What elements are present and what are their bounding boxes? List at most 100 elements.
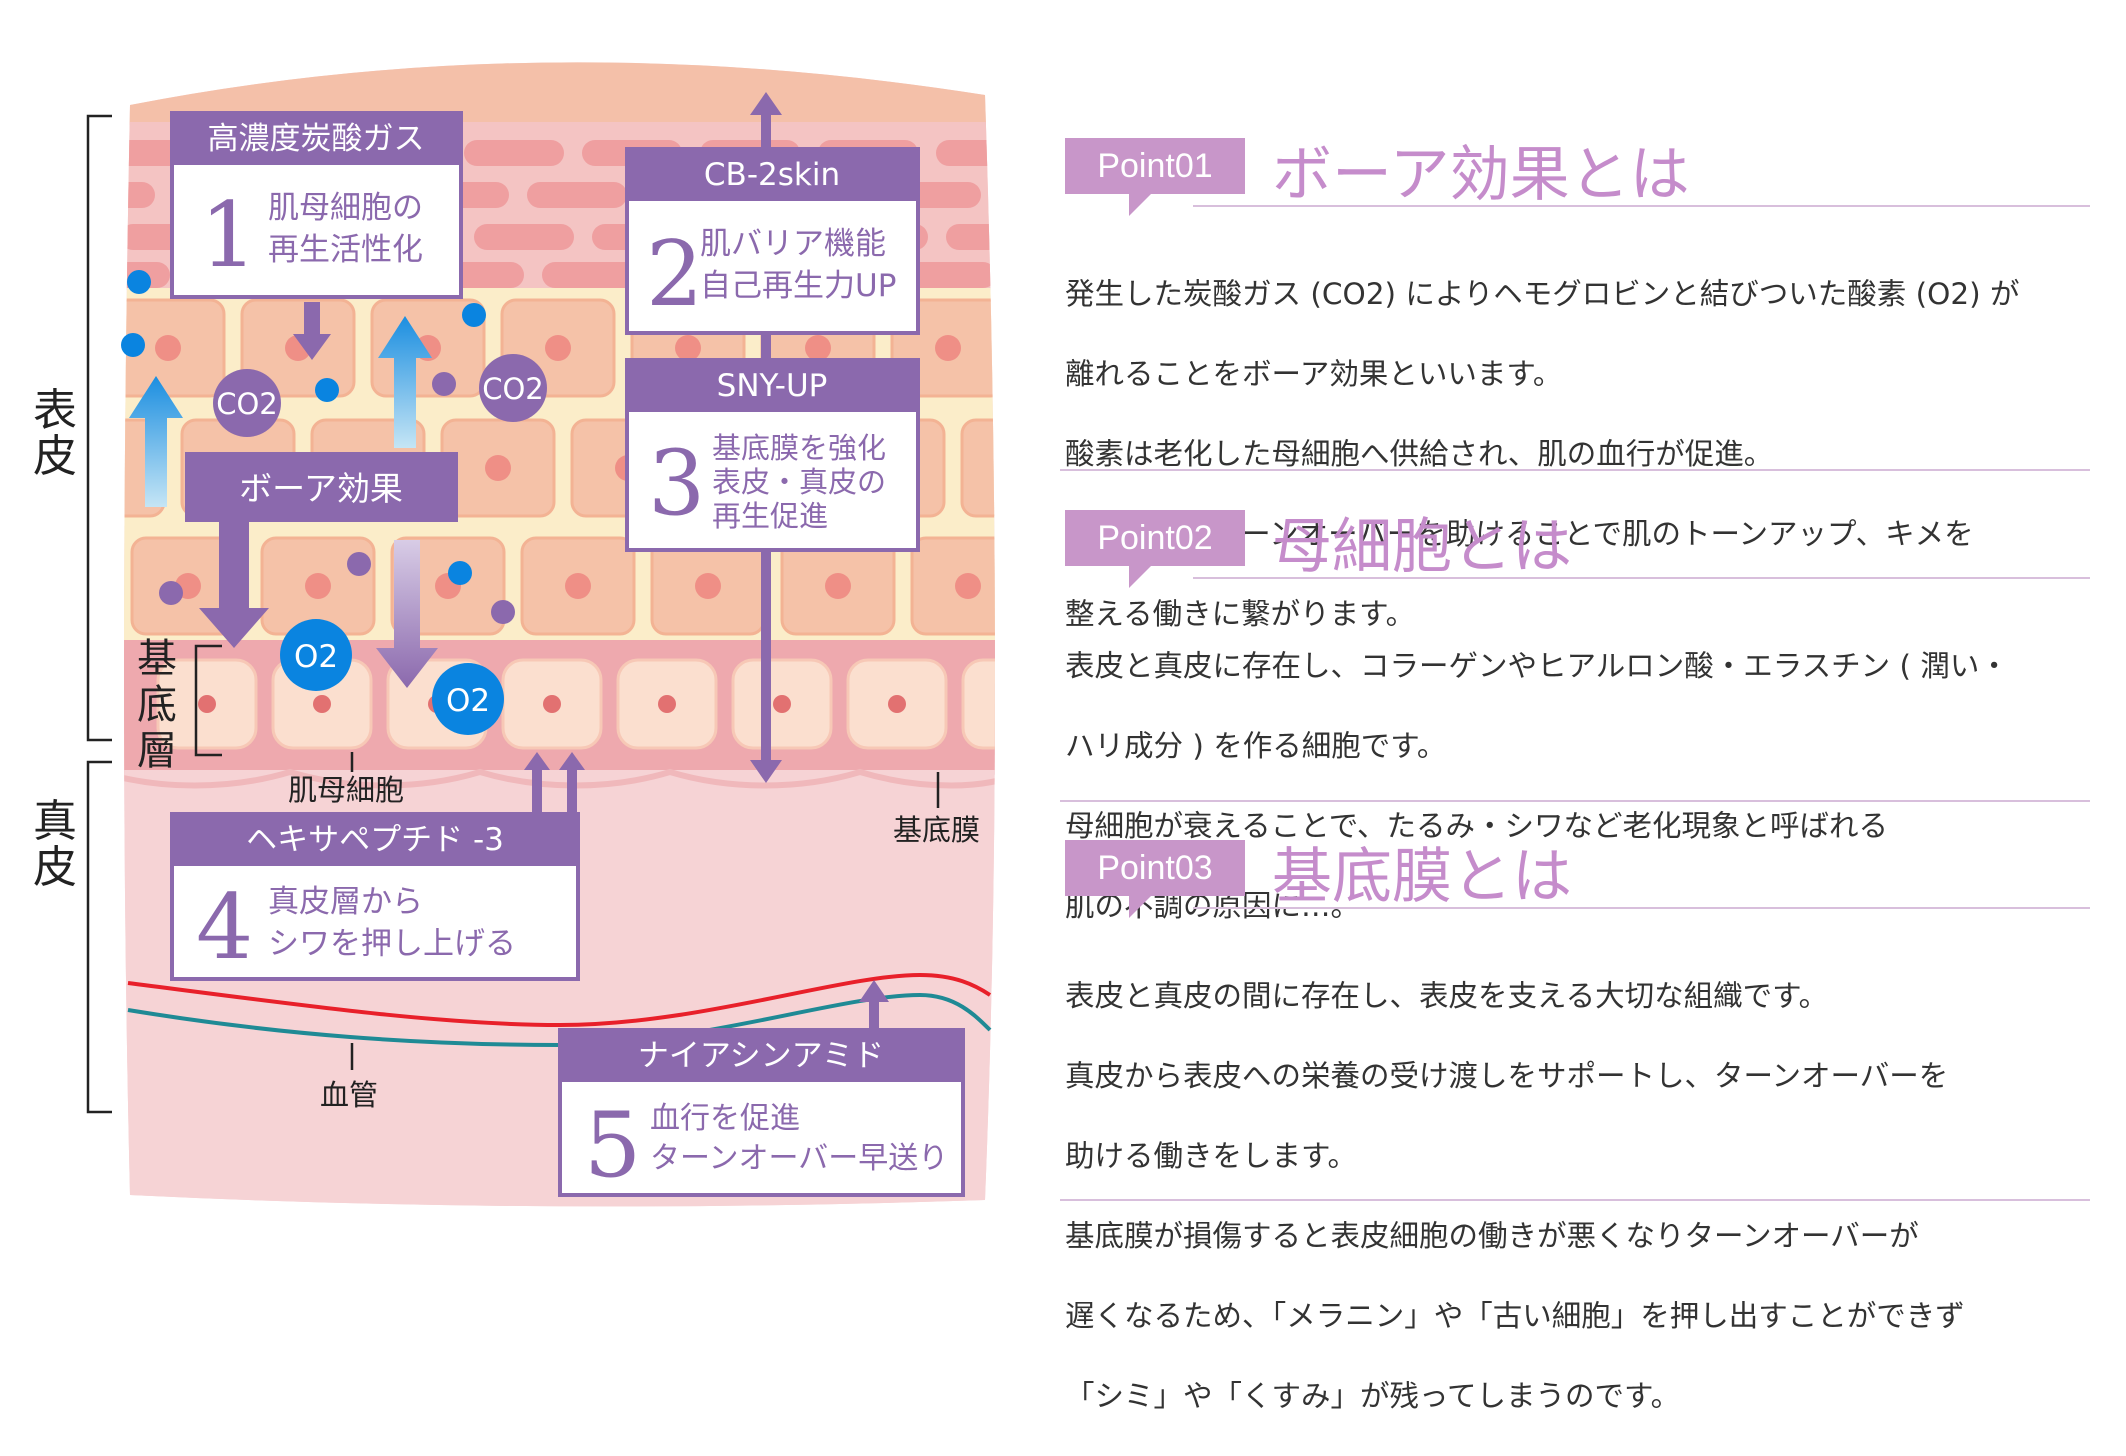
epidermis-label-2: 皮 <box>33 431 77 482</box>
arrow-up-left <box>129 376 183 507</box>
separator-2 <box>1060 800 2090 802</box>
cell-nucleus <box>313 695 331 713</box>
point-01-line: 整える働きに繋がります。 <box>1065 597 1416 631</box>
point-02-header: Point02 母細胞とは <box>1065 510 2090 610</box>
cell-nucleus <box>658 695 676 713</box>
arrow-down-o2 <box>376 540 438 688</box>
point-01-rule <box>1193 205 2090 207</box>
separator-1 <box>1060 469 2090 471</box>
point-03-line: 「シミ」や「くすみ」が残ってしまうのです。 <box>1065 1379 1681 1413</box>
box3-line2: 表皮・真皮の <box>712 465 886 499</box>
skin-cell <box>960 418 995 518</box>
point-02-line: 表皮と真皮に存在し、コラーゲンやヒアルロン酸・エラスチン ( 潤い・ <box>1065 649 2009 683</box>
cell-nucleus <box>888 695 906 713</box>
gas-dots <box>121 270 515 624</box>
ingredient-box-1: 高濃度炭酸ガス 1 肌母細胞の 再生活性化 <box>170 111 463 299</box>
box1-number: 1 <box>200 183 257 288</box>
dermis-label-1: 真 <box>33 796 77 847</box>
box2-title: CB-2skin <box>704 157 840 193</box>
ingredient-box-4: ヘキサペプチド -3 4 真皮層から シワを押し上げる <box>170 812 580 981</box>
svg-text:O2: O2 <box>294 639 338 675</box>
skin-diagram: 表 皮 真 皮 基 底 層 肌母細胞 基底膜 血管 CO2 <box>33 62 1060 1207</box>
point-01-line: 酸素は老化した母細胞へ供給され、肌の血行が促進。 <box>1065 437 1774 471</box>
cell-nucleus <box>485 455 511 481</box>
skin-cell <box>999 182 1060 208</box>
cell-nucleus <box>805 335 831 361</box>
box1-line1: 肌母細胞の <box>268 190 423 226</box>
epidermis-label-1: 表 <box>33 385 77 436</box>
cell-nucleus <box>825 573 851 599</box>
basal-label-1: 基 <box>137 636 177 682</box>
point-03-line: 助ける働きをします。 <box>1065 1139 1358 1173</box>
point-03-title: 基底膜とは <box>1272 842 1572 912</box>
arrow-down-box1 <box>293 302 331 360</box>
point-03-badge: Point03 <box>1065 840 1245 918</box>
basement-membrane-label: 基底膜 <box>893 813 980 847</box>
point-02-body: 表皮と真皮に存在し、コラーゲンやヒアルロン酸・エラスチン ( 潤い・ ハリ成分 … <box>1065 606 2090 966</box>
stem-cell-label: 肌母細胞 <box>288 773 404 807</box>
arrow-up-peptide-2 <box>559 752 585 815</box>
box5-number: 5 <box>584 1093 641 1198</box>
box3-title: SNY-UP <box>717 368 828 404</box>
point-01-body: 発生した炭酸ガス (CO2) によりヘモグロビンと結びついた酸素 (O2) が … <box>1065 234 2090 674</box>
box4-line1: 真皮層から <box>268 884 423 920</box>
bohr-effect-label: ボーア効果 <box>239 469 403 508</box>
box5-line2: ターンオーバー早送り <box>650 1141 948 1176</box>
dermis-label-2: 皮 <box>33 842 77 893</box>
point-03: Point03 基底膜とは 表皮と真皮の間に存在し、表皮を支える大切な組織です。… <box>1065 840 2090 1456</box>
point-02-title: 母細胞とは <box>1272 512 1572 582</box>
box5-line1: 血行を促進 <box>650 1101 800 1136</box>
ingredient-box-2: CB-2skin 2 肌バリア機能 自己再生力UP <box>625 147 920 335</box>
skin-cell <box>464 140 564 166</box>
cell-nucleus <box>1003 695 1021 713</box>
point-02-line: 母細胞が衰えることで、たるみ・シワなど老化現象と呼ばれる <box>1065 809 1889 843</box>
box5-title: ナイアシンアミド <box>638 1038 884 1074</box>
point-03-line: 真皮から表皮への栄養の受け渡しをサポートし、ターンオーバーを <box>1065 1059 1949 1093</box>
o2-bubble-2: O2 <box>432 663 504 735</box>
arrow-up-center <box>378 316 432 448</box>
point-02-line: ハリ成分 ) を作る細胞です。 <box>1065 729 1447 763</box>
point-03-line: 遅くなるため、「メラニン」や「古い細胞」を押し出すことができず <box>1065 1299 1965 1333</box>
blood-vessel-label: 血管 <box>320 1078 378 1112</box>
box4-title: ヘキサペプチド -3 <box>246 822 504 858</box>
svg-text:CO2: CO2 <box>216 387 278 421</box>
box1-title: 高濃度炭酸ガス <box>208 121 425 157</box>
point-03-body: 表皮と真皮の間に存在し、表皮を支える大切な組織です。 真皮から表皮への栄養の受け… <box>1065 936 2090 1456</box>
skin-cell <box>124 262 170 288</box>
cell-nucleus <box>1005 455 1031 481</box>
artery <box>127 972 992 1028</box>
ingredient-box-5: ナイアシンアミド 5 血行を促進 ターンオーバー早送り <box>558 1028 965 1198</box>
bohr-effect-box: ボーア効果 <box>185 452 458 522</box>
arrow-up-niacinamide <box>859 980 889 1038</box>
skin-cell <box>946 224 995 250</box>
skin-cell <box>961 658 995 750</box>
cell-nucleus <box>773 695 791 713</box>
skin-cell <box>542 262 642 288</box>
point-01: Point01 ボーア効果とは 発生した炭酸ガス (CO2) によりヘモグロビン… <box>1065 138 2090 674</box>
co2-bubble-2: CO2 <box>479 354 547 422</box>
arrow-up-peptide-1 <box>524 752 550 815</box>
arrow-down-bohr <box>199 522 269 648</box>
cell-nucleus <box>565 573 591 599</box>
point-01-line: 発生した炭酸ガス (CO2) によりヘモグロビンと結びついた酸素 (O2) が <box>1065 277 2020 311</box>
point-03-line: 表皮と真皮の間に存在し、表皮を支える大切な組織です。 <box>1065 979 1829 1013</box>
cell-nucleus <box>543 695 561 713</box>
point-02-badge: Point02 <box>1065 510 1245 588</box>
skin-cell <box>936 140 995 166</box>
cell-nucleus <box>198 695 216 713</box>
co2-bubble-1: CO2 <box>213 369 281 437</box>
box2-line2: 自己再生力UP <box>700 268 896 304</box>
point-01-title: ボーア効果とは <box>1272 140 1690 210</box>
point-01-line: 離れることをボーア効果といいます。 <box>1065 357 1563 391</box>
cell-nucleus <box>545 335 571 361</box>
box2-number: 2 <box>646 222 703 327</box>
svg-text:CO2: CO2 <box>482 372 544 406</box>
cell-nucleus <box>305 573 331 599</box>
point-02-rule <box>1193 577 2090 579</box>
point-03-line: 基底膜が損傷すると表皮細胞の働きが悪くなりターンオーバーが <box>1065 1219 1919 1253</box>
box1-line2: 再生活性化 <box>268 232 423 268</box>
point-03-header: Point03 基底膜とは <box>1065 840 2090 940</box>
skin-cell <box>896 262 995 288</box>
skin-cell <box>124 182 155 208</box>
point-01-header: Point01 ボーア効果とは <box>1065 138 2090 238</box>
